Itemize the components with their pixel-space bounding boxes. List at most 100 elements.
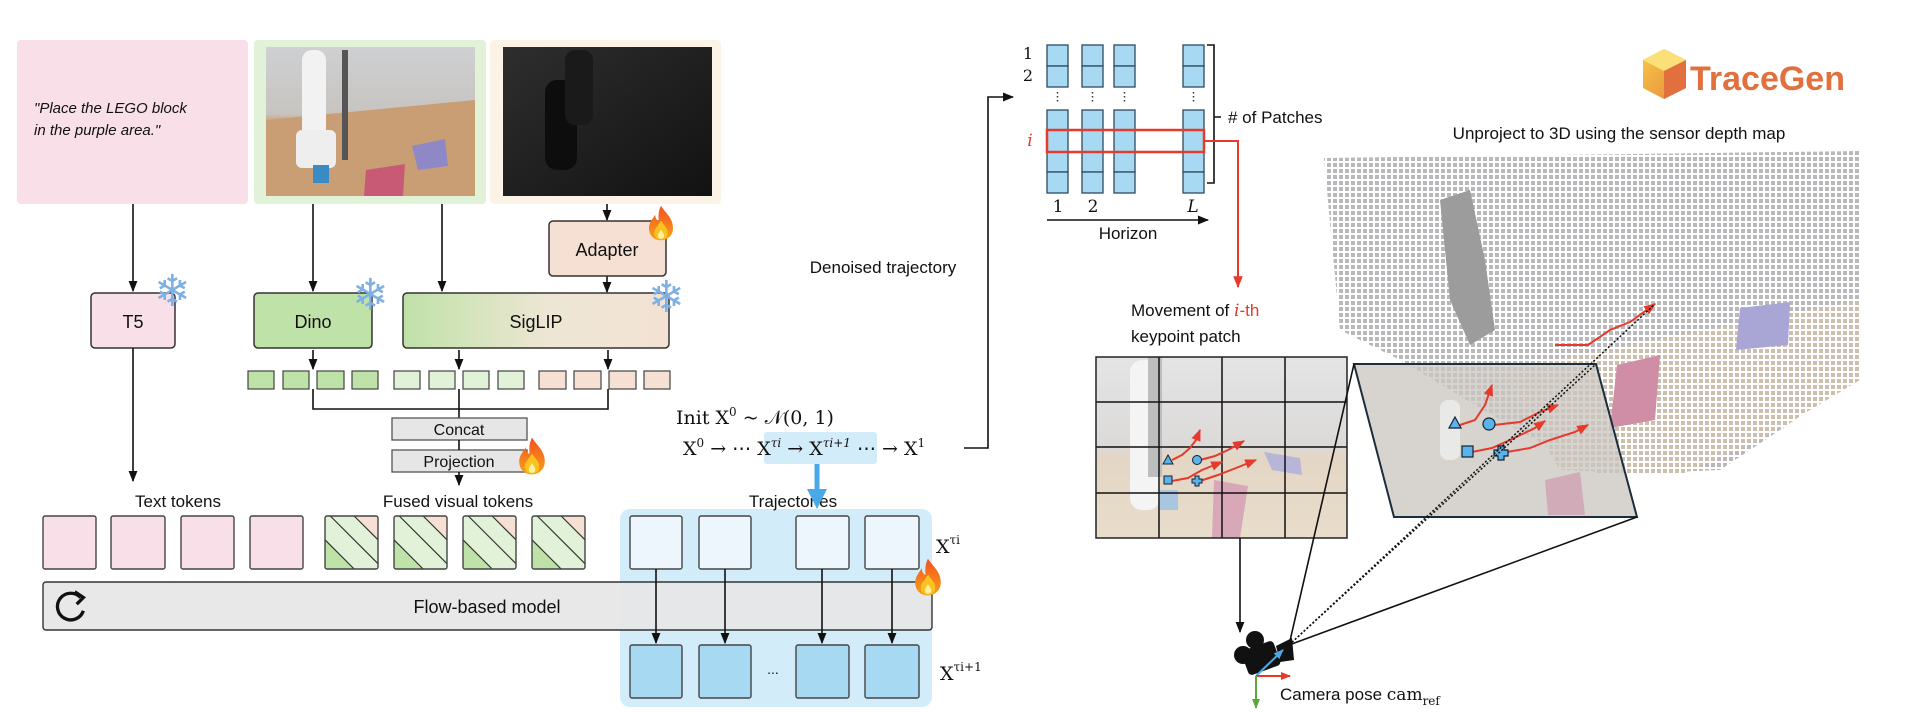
camera-rays	[1288, 303, 1656, 646]
patch-cell	[1113, 65, 1136, 88]
patch-row-label: 2	[1023, 66, 1033, 85]
patch-cell	[1182, 44, 1205, 67]
snowflake-icon: ❄	[154, 266, 191, 317]
fused-visual-token-row	[324, 515, 586, 570]
siglip-depth-token	[643, 370, 671, 390]
siglip-depth-token	[573, 370, 602, 390]
patch-cell	[1081, 171, 1104, 194]
horizon-col-label: 1	[1053, 197, 1064, 217]
instruction-line-2: in the purple area."	[34, 122, 161, 139]
patch-cell	[1182, 151, 1205, 173]
fused-visual-token	[462, 515, 517, 570]
flame-icon	[519, 437, 545, 475]
num-patches-label: # of Patches	[1228, 108, 1323, 127]
arrow-denoised-to-patches	[964, 92, 1015, 449]
patch-cell	[1046, 109, 1069, 131]
patch-column	[1182, 44, 1205, 194]
trajectory-token	[864, 515, 920, 570]
text-tokens-label: Text tokens	[135, 492, 221, 511]
init-noise-label: Init X0 ~ 𝒩(0, 1)	[676, 405, 834, 429]
siglip-depth-token	[608, 370, 637, 390]
patch-column	[1113, 44, 1136, 194]
patch-cell	[1081, 65, 1104, 88]
patch-cell	[1046, 65, 1069, 88]
patch-cell	[1182, 171, 1205, 194]
patch-row-label: 1	[1023, 44, 1033, 63]
camera-pose-label: Camera pose camref	[1280, 685, 1441, 708]
adapter-module: Adapter	[548, 205, 673, 277]
patch-cell	[1081, 151, 1104, 173]
ellipsis: ...	[767, 661, 779, 677]
movement-label-line-2: keypoint patch	[1131, 327, 1241, 346]
flow-model-label: Flow-based model	[413, 597, 560, 617]
horizon-label: Horizon	[1099, 224, 1158, 243]
triangle-keypoint	[1447, 415, 1463, 429]
logo-text: TraceGen	[1690, 60, 1845, 98]
x-tau-i-label: Xτi	[936, 533, 960, 558]
trajectory-token	[698, 644, 752, 699]
dino-label: Dino	[294, 312, 331, 332]
square-keypoint	[1163, 475, 1173, 485]
concat-module: Concat	[391, 417, 528, 441]
cross-keypoint	[1191, 475, 1203, 487]
trajectory-token	[698, 515, 752, 570]
denoising-sequence: X0 → ⋯ Xτi → Xτi+1 ⋯ → X1	[683, 436, 925, 460]
trajectory-token	[864, 644, 920, 699]
projection-label: Projection	[423, 454, 494, 471]
siglip-depth-token	[538, 370, 567, 390]
snowflake-icon: ❄	[352, 270, 389, 321]
horizon-col-label: 2	[1088, 197, 1099, 217]
current-step-highlight	[764, 432, 877, 464]
siglip-module: SigLIP ❄	[402, 272, 685, 349]
circle-keypoint	[1192, 455, 1202, 465]
dino-token	[351, 370, 379, 390]
dino-token	[282, 370, 310, 390]
cross-keypoint	[1493, 445, 1509, 461]
video-camera-icon	[1234, 631, 1294, 709]
text-token-row	[42, 515, 304, 570]
fused-visual-tokens-label: Fused visual tokens	[383, 492, 533, 511]
projection-module: Projection	[391, 437, 545, 475]
patch-cell	[1182, 65, 1205, 88]
patch-column	[1081, 44, 1104, 194]
highlight-row-label: i	[1027, 131, 1032, 151]
circle-keypoint	[1482, 417, 1496, 431]
trajectory-tokens-next	[629, 644, 920, 699]
instruction-panel: "Place the LEGO block in the purple area…	[17, 40, 248, 204]
text-token	[110, 515, 166, 570]
trajectory-token	[795, 515, 850, 570]
siglip-rgb-token	[393, 370, 421, 390]
flame-icon	[649, 205, 673, 241]
patch-cell	[1182, 129, 1205, 153]
patch-cell	[1081, 109, 1104, 131]
patch-horizon-grid	[1046, 44, 1205, 194]
snowflake-icon: ❄	[648, 272, 685, 323]
square-keypoint	[1461, 445, 1474, 458]
patch-cell	[1081, 129, 1104, 153]
patch-column	[1046, 44, 1069, 194]
patch-cell	[1182, 109, 1205, 131]
patch-cell	[1113, 171, 1136, 194]
siglip-rgb-token	[497, 370, 525, 390]
trajectories-label: Trajectories	[749, 492, 837, 511]
siglip-rgb-token	[428, 370, 456, 390]
patch-cell	[1046, 129, 1069, 153]
arrow-patch-to-movement	[1204, 140, 1243, 289]
image-plane	[1352, 363, 1639, 518]
dino-token	[316, 370, 345, 390]
patches-bracket	[1207, 44, 1221, 184]
encoder-token-row	[247, 350, 671, 418]
text-token	[180, 515, 235, 570]
x-tau-i-plus-1-label: Xτi+1	[940, 660, 982, 685]
siglip-label: SigLIP	[509, 312, 562, 332]
patch-cell	[1113, 151, 1136, 173]
depth-map-image	[503, 47, 712, 196]
patch-cell	[1081, 44, 1104, 67]
tracegen-logo: TraceGen	[1643, 49, 1845, 99]
dino-token	[247, 370, 275, 390]
fused-visual-token	[531, 515, 586, 570]
patch-cell	[1046, 44, 1069, 67]
patch-cell	[1113, 109, 1136, 131]
patch-cell	[1113, 129, 1136, 153]
patch-cell	[1046, 171, 1069, 194]
